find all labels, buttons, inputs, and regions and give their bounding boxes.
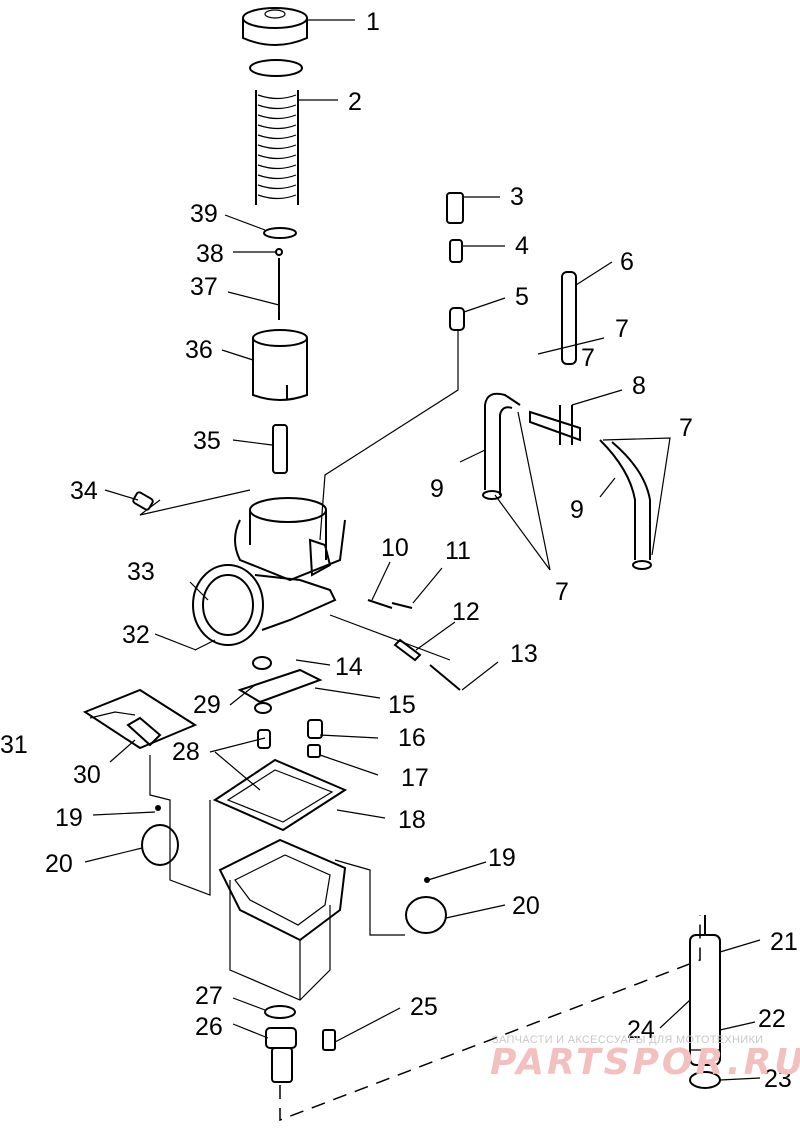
label-21: 21	[770, 928, 798, 956]
label-9-a: 9	[430, 475, 444, 503]
label-10: 10	[381, 534, 409, 562]
part-carburetor-body	[192, 497, 346, 646]
part-jet-needle	[263, 227, 297, 320]
label-8: 8	[632, 372, 646, 400]
part-plug	[132, 491, 154, 511]
leader-lines	[84, 19, 761, 1081]
label-20-b: 20	[512, 892, 540, 920]
part-needle-jet	[272, 424, 288, 474]
label-32: 32	[122, 621, 150, 649]
label-31: 31	[0, 731, 28, 759]
assembly-line-main	[279, 915, 701, 1122]
label-15: 15	[388, 691, 416, 719]
assembly-line-float	[334, 859, 405, 936]
assembly-line-bracket	[139, 489, 251, 896]
label-19-b: 19	[488, 844, 516, 872]
label-38: 38	[196, 240, 224, 268]
label-25: 25	[410, 993, 438, 1021]
label-22: 22	[758, 1005, 786, 1033]
label-36: 36	[185, 336, 213, 364]
label-4: 4	[515, 232, 529, 260]
label-35: 35	[193, 427, 221, 455]
part-floats	[141, 805, 447, 934]
label-20-a: 20	[45, 850, 73, 878]
label-27: 27	[195, 982, 223, 1010]
part-top-cap	[242, 7, 308, 46]
label-9-b: 9	[570, 496, 584, 524]
part-pilot-jet-set	[319, 192, 465, 541]
part-throttle-slide	[252, 329, 308, 401]
label-6: 6	[620, 248, 634, 276]
label-12: 12	[452, 598, 480, 626]
label-14: 14	[335, 653, 363, 681]
part-drain-plug	[264, 1005, 336, 1083]
label-19-a: 19	[55, 804, 83, 832]
label-1: 1	[366, 8, 380, 36]
label-18: 18	[398, 806, 426, 834]
part-spring	[249, 59, 303, 205]
label-7-c: 7	[555, 578, 569, 606]
label-33: 33	[127, 558, 155, 586]
label-2: 2	[348, 88, 362, 116]
label-29: 29	[193, 691, 221, 719]
label-23: 23	[764, 1065, 792, 1093]
watermark-logo: PARTSPOR.RU	[490, 1042, 800, 1083]
part-float-bowl	[212, 758, 348, 1001]
label-7-a: 7	[615, 315, 629, 343]
label-24: 24	[627, 1016, 655, 1044]
label-7-b: 7	[679, 414, 693, 442]
part-main-jets	[257, 719, 323, 758]
label-26: 26	[195, 1013, 223, 1041]
label-39: 39	[190, 200, 218, 228]
label-13: 13	[510, 640, 538, 668]
label-17: 17	[401, 764, 429, 792]
label-34: 34	[70, 477, 98, 505]
label-37: 37	[190, 273, 218, 301]
part-adjust-screws	[329, 599, 461, 691]
label-16: 16	[398, 724, 426, 752]
label-11: 11	[445, 537, 471, 565]
label-30: 30	[73, 761, 101, 789]
label-7-d: 7	[581, 344, 595, 372]
part-float-arm	[237, 656, 323, 714]
part-vent-tubes	[482, 271, 652, 570]
label-5: 5	[515, 283, 529, 311]
watermark-caption: ЗАПЧАСТИ И АКСЕССУАРЫ ДЛЯ МОТОТЕХНИКИ	[492, 1034, 764, 1046]
part-bracket	[82, 639, 216, 750]
label-3: 3	[510, 183, 524, 211]
label-28: 28	[172, 738, 200, 766]
